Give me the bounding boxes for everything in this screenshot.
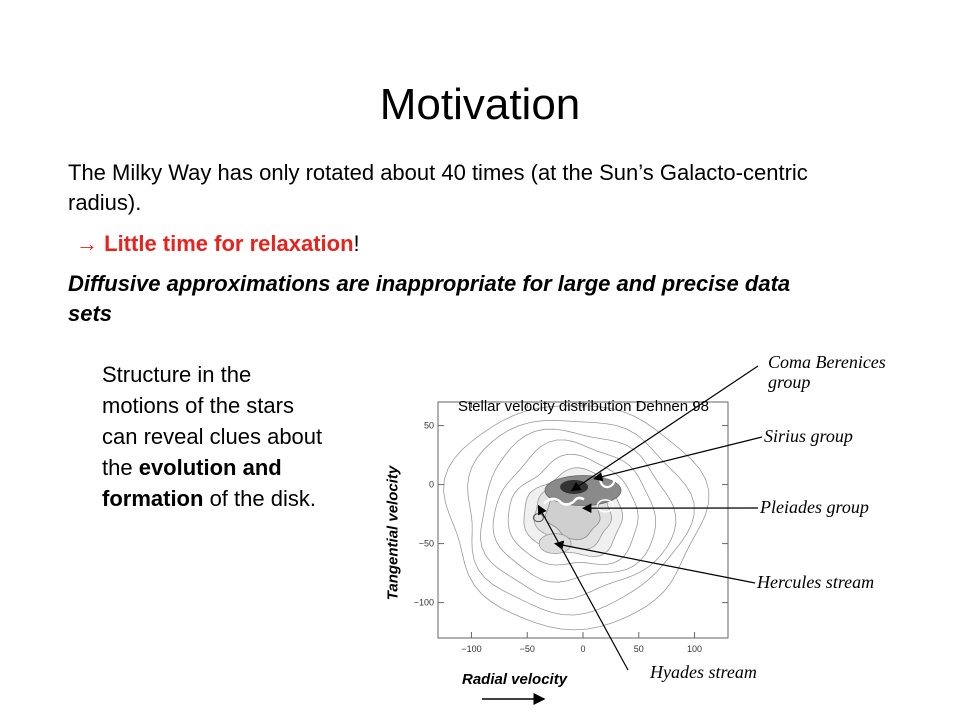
contour-3 — [480, 428, 677, 601]
diffusive-paragraph: Diffusive approximations are inappropria… — [68, 271, 791, 326]
slide-title: Motivation — [379, 80, 581, 129]
structure-paragraph: Structure in the motions of the stars ca… — [102, 359, 334, 514]
y-axis-label: Tangential velocity — [384, 465, 402, 601]
rotation-paragraph: The Milky Way has only rotated about 40 … — [68, 160, 808, 215]
annotation-arrow-3 — [553, 540, 756, 584]
arrow-icon: → — [76, 231, 105, 256]
y-tick-label-1: 0 — [429, 480, 434, 490]
structure-text-a: Structure in the motions of the stars ca… — [102, 362, 323, 480]
pleiades-ring — [596, 499, 615, 513]
chart-annotation: Stellar velocity distribution Dehnen 98 — [458, 398, 709, 415]
y-tick-label-2: −50 — [419, 539, 434, 549]
label-sirius: Sirius group — [764, 426, 853, 446]
label-coma-berenices: Coma Berenices group — [768, 352, 886, 392]
x-tick-label-0: −100 — [461, 644, 481, 654]
x-axis-label: Radial velocity — [462, 671, 568, 688]
x-tick-label-4: 100 — [687, 644, 702, 654]
hyades-ridge — [543, 496, 585, 506]
structure-text-b: of the disk. — [203, 486, 316, 511]
contour-4 — [492, 439, 657, 583]
annotation-arrow-4 — [537, 504, 629, 671]
sirius-ridge — [598, 471, 616, 489]
contour-1 — [443, 405, 710, 631]
label-hercules: Hercules stream — [757, 572, 875, 592]
annotation-arrow-0 — [570, 365, 759, 492]
x-tick-label-3: 50 — [634, 644, 644, 654]
relaxation-bullet: → Little time for relaxation! — [76, 229, 360, 259]
label-hyades: Hyades stream — [650, 662, 757, 682]
contour-2 — [467, 419, 695, 616]
label-pleiades: Pleiades group — [760, 497, 869, 517]
annotation-arrow-1 — [592, 436, 763, 482]
x-tick-label-1: −50 — [520, 644, 535, 654]
y-tick-label-0: 50 — [424, 421, 434, 431]
structure-bold: evolution and formation — [102, 455, 282, 511]
x-tick-label-2: 0 — [580, 644, 585, 654]
bullet-text: Little time for relaxation — [104, 231, 354, 256]
y-tick-label-3: −100 — [414, 598, 434, 608]
bullet-exclamation: ! — [353, 231, 360, 256]
